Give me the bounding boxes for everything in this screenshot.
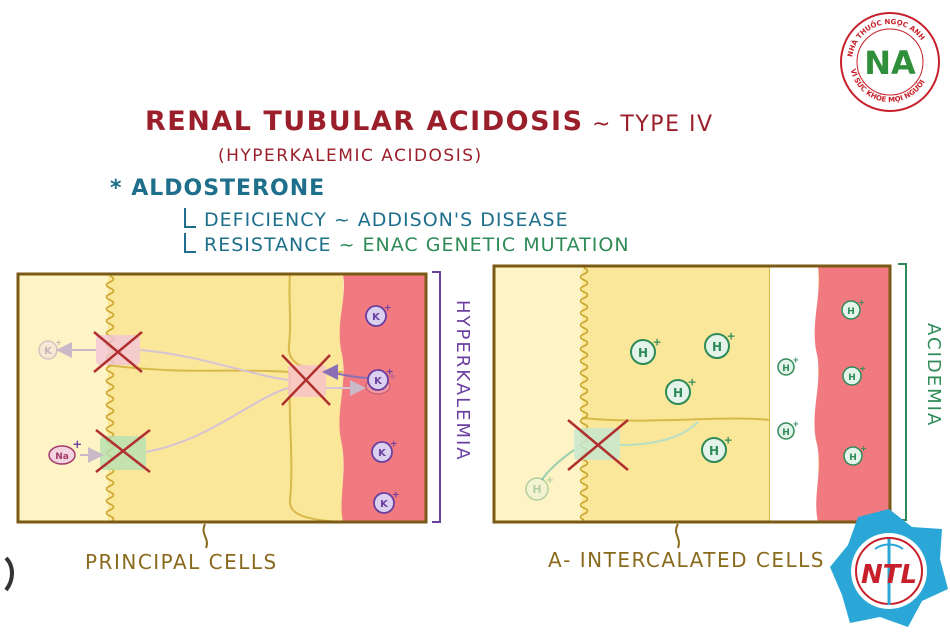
ion-charge: + — [724, 433, 733, 446]
ion-charge: + — [72, 437, 82, 451]
proton-ion: H + — [777, 420, 799, 440]
ion-charge: + — [390, 440, 398, 450]
hyperkalemia-bracket — [432, 271, 441, 523]
potassium-ion: K + — [367, 368, 394, 391]
h-path — [619, 421, 699, 446]
ion-charge: + — [392, 491, 400, 501]
sodium-ion: Na + — [48, 437, 82, 465]
enac-channel-blocked — [95, 429, 151, 473]
cell-border — [107, 364, 291, 373]
cell-border — [288, 371, 344, 523]
deficiency-cause: ~ Addison's Disease — [333, 209, 569, 231]
ntl-logo: NTL — [830, 509, 948, 627]
interstitium-right — [770, 266, 818, 522]
aldosterone-label: Aldosterone — [131, 176, 326, 201]
potassium-ion: K + — [371, 440, 398, 463]
ion-charge: + — [688, 375, 697, 388]
deficiency-line: Deficiency ~ Addison's Disease — [184, 208, 569, 231]
principal-cell-panel: K + Na + Na + K + K + K + K + — [16, 271, 441, 549]
ion-charge: + — [384, 304, 392, 314]
intercalated-cells-caption: α- Intercalated Cells — [548, 548, 825, 572]
proton-ion: H + — [630, 335, 662, 365]
page-title: Renal Tubular Acidosis — [145, 106, 584, 137]
proton-ion: H + — [841, 297, 865, 320]
ion-charge: + — [860, 443, 867, 453]
proton-pump-blocked — [567, 419, 629, 471]
proton-ion: H + — [843, 443, 867, 466]
deficiency-label: Deficiency — [204, 209, 327, 231]
na-k-pump-blocked — [281, 354, 331, 406]
svg-text:H: H — [782, 364, 790, 374]
resistance-cause: ~ ENaC Genetic Mutation — [338, 234, 630, 256]
ion-charge: + — [792, 356, 799, 365]
logo-mark: NA — [864, 44, 916, 82]
cell-border — [581, 417, 771, 422]
title-suffix: ~ Type IV — [592, 112, 714, 137]
bullet-star: * — [110, 176, 123, 201]
na-path — [145, 387, 289, 453]
ntl-mark: NTL — [861, 560, 917, 590]
potassium-ion-faded: K + — [38, 337, 62, 360]
svg-text:H: H — [638, 346, 648, 360]
svg-text:H: H — [532, 483, 541, 496]
ion-charge: + — [386, 368, 394, 378]
principal-cell-body — [108, 274, 343, 522]
peritubular-capillary-right — [814, 266, 890, 522]
svg-text:K: K — [374, 376, 383, 387]
svg-text:H: H — [847, 307, 855, 317]
svg-text:H: H — [712, 340, 722, 354]
svg-text:K: K — [380, 499, 389, 510]
acidemia-bracket — [898, 263, 907, 521]
caption-pointer-right — [675, 523, 680, 549]
hyperkalemia-label: Hyperkalemia — [452, 300, 473, 462]
ion-charge: + — [653, 335, 662, 348]
ion-charge: + — [55, 337, 62, 347]
proton-ion: H + — [704, 329, 736, 359]
ion-charge: + — [546, 475, 554, 486]
subtitle: (Hyperkalemic Acidosis) — [218, 146, 483, 166]
panel-frame-left — [16, 272, 428, 524]
intercalated-cell-panel: H + H + H + H + H + H + H + H + — [492, 263, 907, 549]
ion-charge: + — [858, 297, 865, 307]
branch-mark — [184, 233, 196, 253]
proton-ion: H + — [665, 375, 697, 405]
resistance-label: Resistance — [204, 234, 332, 256]
potassium-ion: K + — [365, 304, 392, 327]
svg-text:H: H — [673, 386, 683, 400]
romk-channel-blocked — [93, 331, 143, 373]
svg-text:K: K — [44, 346, 53, 357]
branch-mark — [184, 208, 196, 228]
ion-charge: + — [727, 329, 736, 342]
brush-border — [105, 275, 115, 523]
pharmacy-logo: NHÀ THUỐC NGỌC ANH VÌ SỨC KHỎE MỌI NGƯỜI… — [840, 12, 940, 112]
svg-text:H: H — [709, 444, 719, 458]
ion-charge: + — [388, 369, 397, 382]
svg-text:K: K — [378, 448, 387, 459]
acidemia-label: Acidemia — [923, 323, 944, 428]
k-path — [139, 349, 289, 381]
potassium-ion: K + — [373, 491, 400, 514]
resistance-line: Resistance ~ ENaC Genetic Mutation — [184, 233, 630, 256]
aldosterone-heading: * Aldosterone — [110, 176, 325, 201]
ion-charge: + — [792, 420, 799, 429]
svg-text:H: H — [782, 428, 790, 438]
proton-ion: H + — [701, 433, 733, 463]
brush-border — [579, 267, 589, 521]
principal-cells-caption: Principal Cells — [85, 550, 278, 574]
h-secretion-arrow — [541, 449, 575, 481]
svg-text:Na: Na — [55, 452, 69, 462]
nav-edge-mark — [4, 556, 14, 592]
svg-text:K: K — [372, 312, 381, 323]
svg-text:H: H — [849, 453, 857, 463]
proton-ion: H + — [842, 363, 866, 386]
proton-ion: H + — [777, 356, 799, 376]
peritubular-capillary-left — [339, 274, 426, 522]
ion-charge: + — [859, 363, 866, 373]
caption-pointer-left — [202, 523, 208, 549]
k-in-arrow — [322, 364, 371, 381]
svg-text:H: H — [848, 373, 856, 383]
proton-ion-faded: H + — [525, 475, 554, 501]
panel-frame-right — [492, 264, 892, 524]
